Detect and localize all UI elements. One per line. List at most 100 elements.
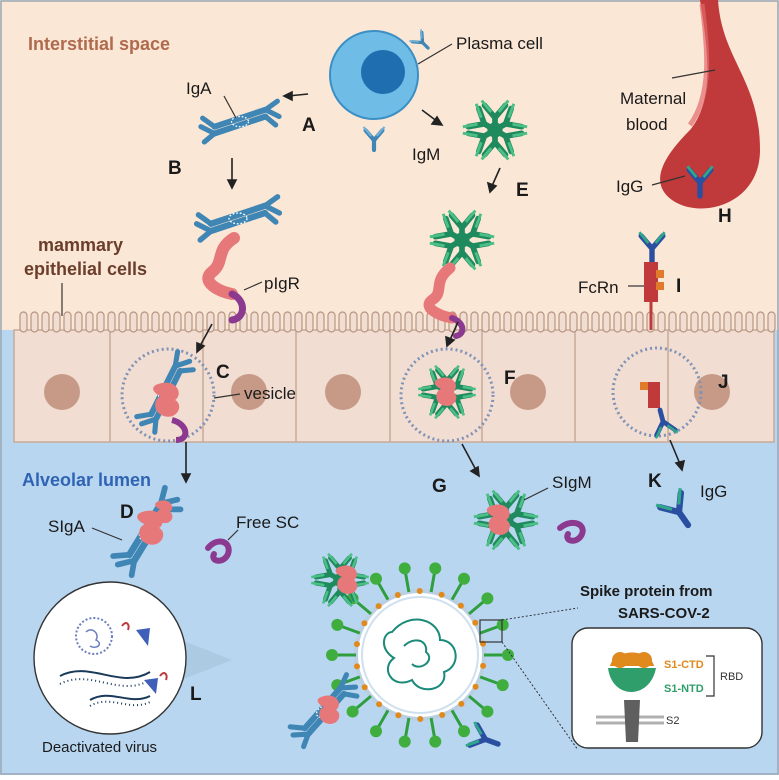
spike-stalk — [340, 624, 361, 635]
plasma-cell-label: Plasma cell — [456, 34, 543, 53]
microvillus — [184, 311, 193, 333]
microvillus — [217, 311, 226, 333]
microvillus — [206, 311, 215, 333]
microvillus — [382, 311, 391, 333]
microvillus — [767, 311, 776, 333]
microvillus — [536, 311, 545, 333]
microvilli — [19, 311, 776, 333]
microvillus — [107, 311, 116, 333]
microvillus — [393, 311, 402, 333]
microvillus — [41, 311, 50, 333]
deactivated-virus-label: Deactivated virus — [42, 739, 157, 756]
microvillus — [569, 311, 578, 333]
spike-head — [331, 618, 344, 631]
microvillus — [316, 311, 325, 333]
microvillus — [151, 311, 160, 333]
spike-title-line1: Spike protein from — [580, 583, 713, 600]
microvillus — [129, 311, 138, 333]
microvillus — [360, 311, 369, 333]
microvillus — [547, 311, 556, 333]
spike-head — [370, 572, 382, 585]
step-letter-h: H — [718, 206, 732, 227]
membrane-dot — [472, 619, 479, 626]
microvillus — [690, 311, 699, 333]
alveolar-lumen-title: Alveolar lumen — [22, 470, 151, 490]
sigm-lumen — [474, 487, 586, 549]
microvillus — [701, 311, 710, 333]
microvillus — [591, 311, 600, 333]
spike-stalk — [403, 572, 411, 593]
spike-head — [458, 572, 470, 585]
membrane-dot — [361, 684, 368, 691]
microvillus — [305, 311, 314, 333]
igg-lumen-label: IgG — [700, 482, 727, 501]
microvillus — [514, 311, 523, 333]
microvillus — [580, 311, 589, 333]
spike-stalk — [450, 581, 464, 601]
spike-head — [429, 735, 442, 748]
microvillus — [173, 311, 182, 333]
maternal-label-line2: blood — [626, 115, 668, 134]
microvillus — [96, 311, 105, 333]
microvillus — [63, 311, 72, 333]
microvillus — [558, 311, 567, 333]
spike-head — [346, 705, 359, 718]
sigm-label: SIgM — [552, 473, 592, 492]
spike-stalk — [376, 581, 390, 601]
microvillus — [162, 311, 171, 333]
spike-protein-inset — [571, 627, 763, 749]
step-letter-j: J — [718, 372, 729, 393]
pigr-receptor — [202, 232, 263, 324]
igm-label: IgM — [412, 145, 440, 164]
spike-stalk — [376, 709, 390, 729]
microvillus — [261, 311, 270, 333]
microvillus — [679, 311, 688, 333]
membrane-dot — [417, 715, 424, 722]
step-letter-l: L — [190, 684, 202, 705]
s1-ntd-label: S1-NTD — [664, 683, 704, 695]
microvillus — [635, 311, 644, 333]
microvillus — [525, 311, 534, 333]
fcrn-label: FcRn — [578, 278, 619, 297]
membrane-dot — [439, 712, 446, 719]
microvillus — [503, 311, 512, 333]
membrane-dot — [416, 588, 423, 595]
siga-lumen — [91, 487, 196, 578]
step-letter-d: D — [120, 502, 134, 523]
plasma-cell — [329, 27, 453, 150]
microvillus — [118, 311, 127, 333]
membrane-dot — [353, 641, 360, 648]
microvillus — [734, 311, 743, 333]
free-sc-label: Free SC — [236, 513, 299, 532]
microvillus — [657, 311, 666, 333]
vesicle-c — [120, 347, 241, 443]
microvillus — [404, 311, 413, 333]
microvillus — [74, 311, 83, 333]
membrane-dot — [395, 712, 402, 719]
free-sc — [205, 529, 239, 564]
membrane-dot — [458, 700, 465, 707]
spike-head — [326, 649, 338, 661]
interstitial-space-title: Interstitial space — [28, 34, 170, 54]
microvillus — [140, 311, 149, 333]
microvillus — [756, 311, 765, 333]
spike-head — [496, 618, 509, 631]
step-letter-k: K — [648, 471, 662, 492]
spike-head — [496, 679, 509, 692]
membrane-dot — [375, 603, 382, 610]
step-letter-e: E — [516, 180, 529, 201]
pigr-receptor-igm — [423, 262, 466, 339]
microvillus — [492, 311, 501, 333]
microvillus — [470, 311, 479, 333]
spike-stalk — [479, 624, 500, 635]
spike-stalk — [354, 694, 372, 711]
microvillus — [613, 311, 622, 333]
membrane-dot — [472, 683, 479, 690]
spike-stalk — [450, 709, 464, 729]
membrane-dot — [480, 662, 487, 669]
iga-label: IgA — [186, 79, 212, 98]
siga-label: SIgA — [48, 517, 86, 536]
microvillus — [272, 311, 281, 333]
membrane-dot — [354, 663, 361, 670]
